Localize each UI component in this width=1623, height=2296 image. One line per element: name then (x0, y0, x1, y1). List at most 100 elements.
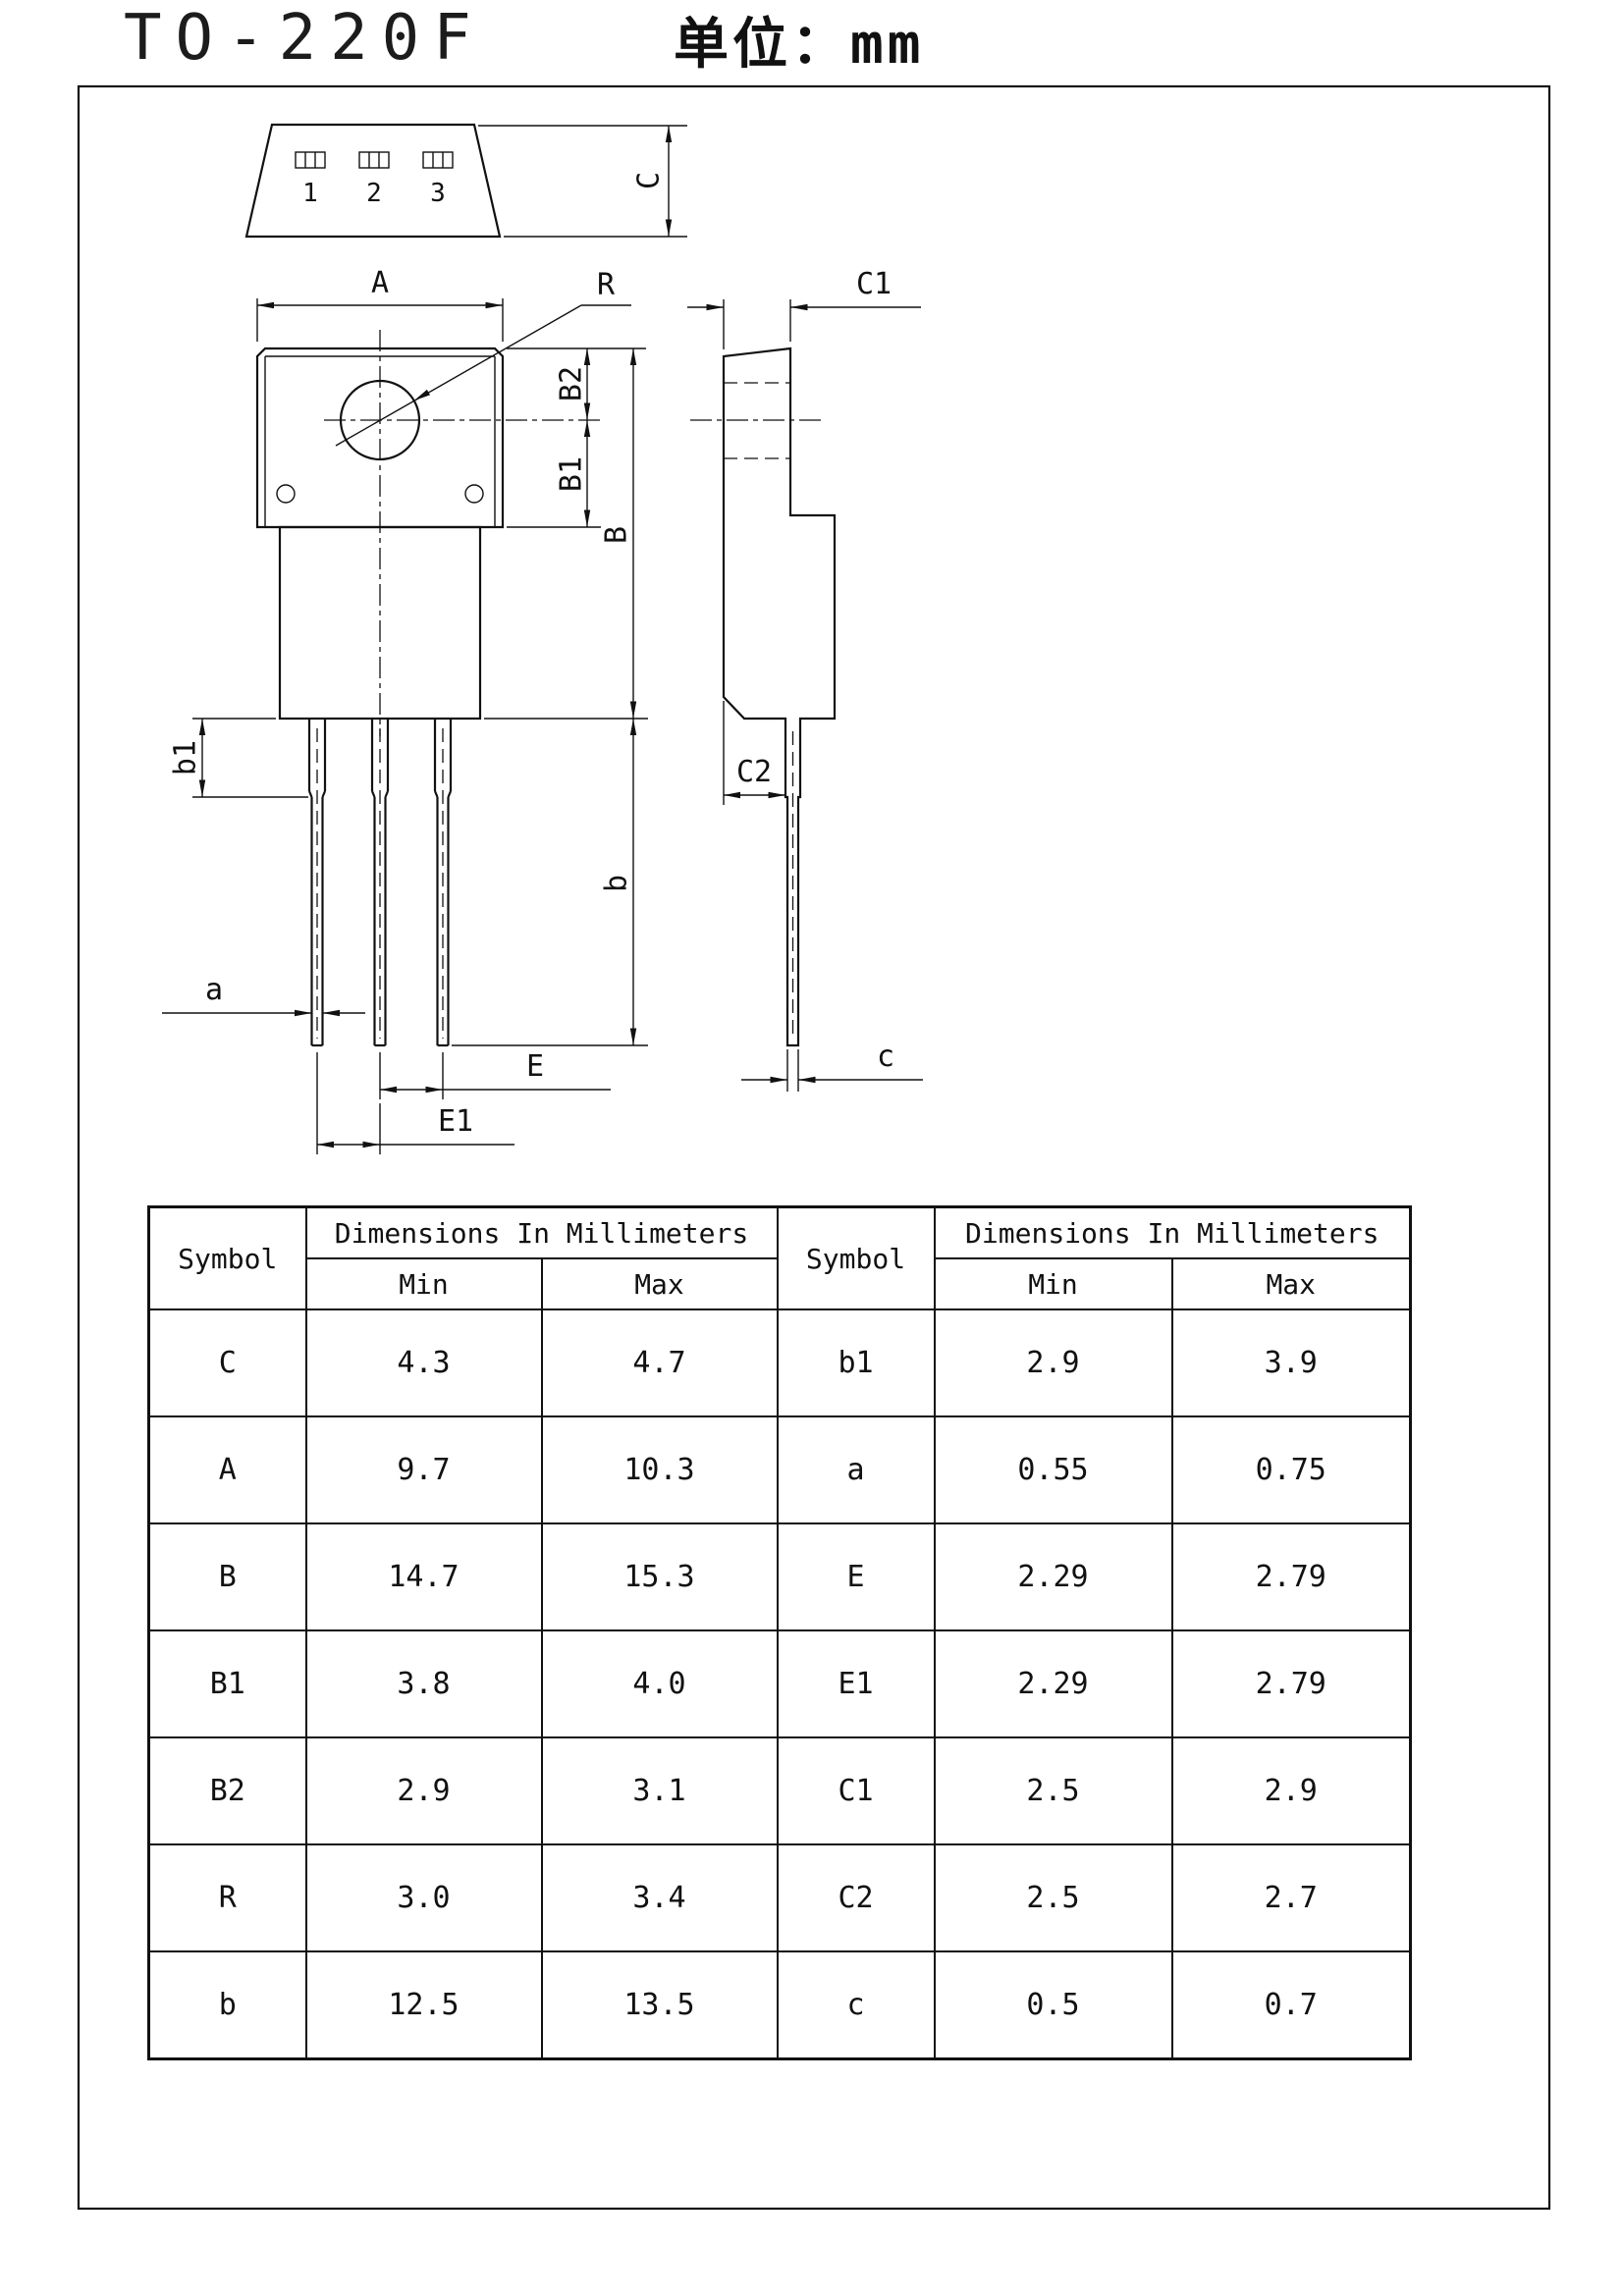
table-row: A 9.7 10.3 a 0.55 0.75 (147, 1415, 1412, 1524)
table-row: R 3.0 3.4 C2 2.5 2.7 (147, 1843, 1412, 1952)
max-cell: 3.9 (1170, 1308, 1412, 1417)
dim-label-a-lower: a (205, 973, 223, 1007)
min-cell: 2.9 (304, 1736, 543, 1845)
package-title: TO-220F (124, 2, 485, 75)
min-cell: 4.3 (304, 1308, 543, 1417)
symbol-cell: C2 (776, 1843, 936, 1952)
dim-b1-lower-lines (192, 718, 308, 798)
side-profile (722, 347, 837, 1047)
max-cell: 0.75 (1170, 1415, 1412, 1524)
table-header-max-left: Max (540, 1257, 779, 1310)
table-header-row-1: Symbol Dimensions In Millimeters Symbol … (147, 1205, 1412, 1310)
max-cell: 13.5 (540, 1950, 779, 2060)
symbol-cell: C (147, 1308, 307, 1417)
dim-label-b-cap: B (600, 526, 634, 544)
symbol-cell: B (147, 1522, 307, 1631)
table-row: B 14.7 15.3 E 2.29 2.79 (147, 1522, 1412, 1631)
pin-label-1: 1 (302, 179, 318, 208)
max-cell: 4.0 (540, 1629, 779, 1738)
dim-label-e: E (526, 1049, 544, 1084)
symbol-cell: a (776, 1415, 936, 1524)
dim-e1-lines (316, 1052, 514, 1154)
dimensions-table: Symbol Dimensions In Millimeters Symbol … (147, 1205, 1412, 2060)
table-row: B2 2.9 3.1 C1 2.5 2.9 (147, 1736, 1412, 1845)
dim-c2-lines (723, 701, 785, 805)
max-cell: 3.1 (540, 1736, 779, 1845)
pin-label-3: 3 (430, 179, 446, 208)
table-header-dimensions-right: Dimensions In Millimeters (933, 1205, 1412, 1259)
small-hole-right (464, 484, 484, 504)
table-header-max-right: Max (1170, 1257, 1412, 1310)
dim-b1-cap-lines (507, 420, 601, 528)
max-cell: 2.9 (1170, 1736, 1412, 1845)
dim-c-cap-lines (478, 125, 687, 238)
symbol-cell: B1 (147, 1629, 307, 1738)
table-header-symbol-right: Symbol (776, 1205, 936, 1310)
unit-label: 单位：mm (674, 13, 925, 77)
min-cell: 14.7 (304, 1522, 543, 1631)
symbol-cell: R (147, 1843, 307, 1952)
table-header-dimensions-left: Dimensions In Millimeters (304, 1205, 779, 1259)
dim-c-lower-lines (741, 1049, 923, 1092)
min-cell: 0.5 (933, 1950, 1173, 2060)
dim-label-c2: C2 (736, 755, 772, 789)
max-cell: 4.7 (540, 1308, 779, 1417)
max-cell: 2.79 (1170, 1629, 1412, 1738)
pin-cross-sections (295, 151, 454, 169)
min-cell: 12.5 (304, 1950, 543, 2060)
top-view-outline (244, 123, 502, 239)
symbol-cell: b1 (776, 1308, 936, 1417)
min-cell: 0.55 (933, 1415, 1173, 1524)
table-header-symbol-left: Symbol (147, 1205, 307, 1310)
table-row: B1 3.8 4.0 E1 2.29 2.79 (147, 1629, 1412, 1738)
symbol-cell: E (776, 1522, 936, 1631)
flange-outline (255, 347, 505, 529)
dim-label-r: R (597, 268, 616, 302)
dim-label-b1-lower: b1 (169, 740, 203, 775)
min-cell: 2.9 (933, 1308, 1173, 1417)
table-row: b 12.5 13.5 c 0.5 0.7 (147, 1950, 1412, 2060)
dim-label-b1-cap: B1 (555, 456, 589, 492)
dim-label-a-cap: A (371, 266, 389, 300)
dim-b-cap-lines (484, 348, 648, 720)
pin-label-2: 2 (366, 179, 382, 208)
min-cell: 9.7 (304, 1415, 543, 1524)
table-header-min-left: Min (304, 1257, 543, 1310)
dim-b-lower-lines (452, 719, 648, 1046)
symbol-cell: B2 (147, 1736, 307, 1845)
lead-2 (370, 719, 390, 1047)
dim-label-b2: B2 (555, 366, 589, 401)
max-cell: 10.3 (540, 1415, 779, 1524)
drawing-frame (77, 84, 1551, 2211)
min-cell: 3.0 (304, 1843, 543, 1952)
symbol-cell: c (776, 1950, 936, 2060)
max-cell: 15.3 (540, 1522, 779, 1631)
min-cell: 2.5 (933, 1736, 1173, 1845)
dim-c1-lines (687, 299, 921, 349)
min-cell: 2.5 (933, 1843, 1173, 1952)
max-cell: 0.7 (1170, 1950, 1412, 2060)
min-cell: 2.29 (933, 1629, 1173, 1738)
symbol-cell: A (147, 1415, 307, 1524)
front-view (162, 298, 648, 1154)
dim-b2-lines (507, 347, 646, 420)
table-header-min-right: Min (933, 1257, 1173, 1310)
min-cell: 2.29 (933, 1522, 1173, 1631)
dim-label-e1: E1 (438, 1104, 473, 1139)
lead-3 (433, 719, 453, 1047)
dim-label-b-lower: b (600, 875, 634, 892)
table-row: C 4.3 4.7 b1 2.9 3.9 (147, 1308, 1412, 1417)
max-cell: 2.79 (1170, 1522, 1412, 1631)
max-cell: 2.7 (1170, 1843, 1412, 1952)
min-cell: 3.8 (304, 1629, 543, 1738)
small-hole-left (276, 484, 296, 504)
dim-label-c-lower: c (877, 1040, 894, 1074)
max-cell: 3.4 (540, 1843, 779, 1952)
top-view: 1 2 3 (244, 123, 687, 239)
lead-1 (307, 719, 327, 1047)
side-view (687, 299, 923, 1092)
dim-e-lines (379, 1052, 611, 1099)
symbol-cell: E1 (776, 1629, 936, 1738)
dim-label-c-cap: C (632, 172, 667, 189)
